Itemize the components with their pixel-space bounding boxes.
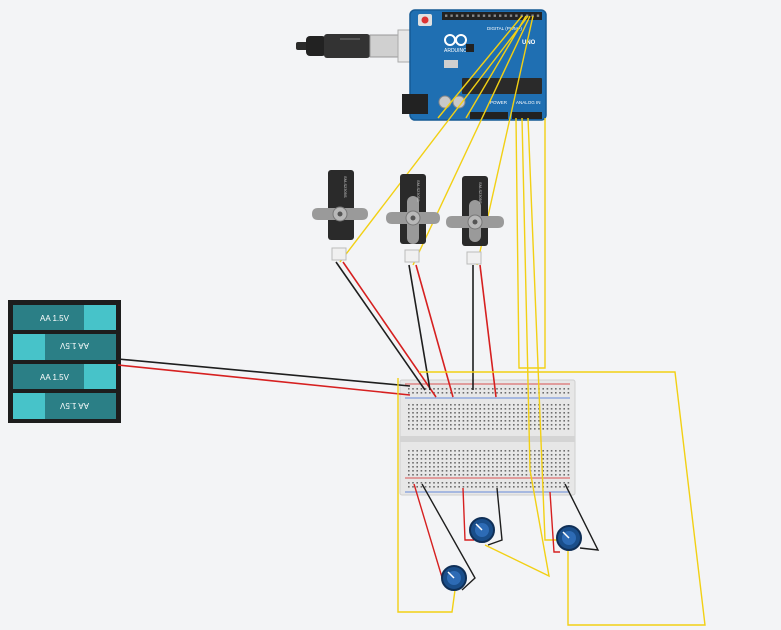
- svg-text:AA 1.5V: AA 1.5V: [40, 314, 70, 323]
- servo1-wire-black[interactable]: [335, 261, 426, 391]
- battery-cell: AA 1.5V: [13, 334, 116, 360]
- svg-text:AA 1.5V: AA 1.5V: [59, 401, 89, 410]
- potentiometer-2[interactable]: [469, 517, 495, 543]
- servo-label: SM-S2309S: [343, 176, 348, 198]
- power-header: [470, 112, 508, 119]
- pot1-wire-black[interactable]: [421, 483, 476, 591]
- servo-motor[interactable]: SM-S2309S: [386, 174, 440, 263]
- battery-wire-black[interactable]: [117, 358, 411, 387]
- breadboard[interactable]: [399, 379, 576, 496]
- svg-text:AA 1.5V: AA 1.5V: [40, 373, 70, 382]
- servo1-signal-wire[interactable]: [339, 15, 529, 263]
- pot3-wire-red[interactable]: [549, 491, 560, 553]
- servo3-wire-red[interactable]: [479, 264, 497, 398]
- battery-cell: AA 1.5V: [13, 364, 116, 389]
- arduino-model: UNO: [522, 40, 536, 46]
- power-jack[interactable]: [402, 94, 428, 114]
- pot1-wiper-wire[interactable]: [397, 378, 456, 613]
- analog-wire-2[interactable]: [484, 117, 550, 578]
- power-label: POWER: [490, 100, 508, 105]
- svg-text:AA 1.5V: AA 1.5V: [59, 341, 89, 350]
- arduino-internal-wire[interactable]: [437, 15, 523, 119]
- servo2-wire-black[interactable]: [408, 264, 431, 391]
- analog-wire-1[interactable]: [515, 117, 546, 369]
- pot2-wire-black[interactable]: [487, 487, 503, 546]
- servo-label: SM-S2309S: [416, 180, 421, 202]
- pot1-wire-red[interactable]: [413, 483, 445, 585]
- servo-motor[interactable]: SM-S2309S: [446, 176, 504, 265]
- battery-cell: AA 1.5V: [13, 393, 116, 419]
- analog-wire-4[interactable]: [419, 371, 706, 626]
- servo-motor[interactable]: SM-S2309S: [312, 170, 368, 261]
- arduino-internal-wire[interactable]: [465, 15, 527, 119]
- analog-label: ANALOG IN: [516, 100, 541, 105]
- digital-header: [442, 12, 542, 20]
- battery-wire-red[interactable]: [117, 364, 411, 396]
- potentiometer-1[interactable]: [441, 565, 467, 591]
- arduino-brand: ARDUINO: [444, 48, 467, 54]
- servo-label: SM-S2309S: [478, 182, 483, 204]
- arduino-logo: ARDUINO: [444, 34, 467, 54]
- digital-label: DIGITAL (PWM~): [487, 26, 522, 31]
- pot2-wire-red[interactable]: [462, 487, 474, 541]
- servo2-wire-red[interactable]: [415, 264, 454, 398]
- breadboard-holes: [408, 388, 570, 488]
- pot3-wire-black[interactable]: [564, 483, 600, 551]
- analog-header: [512, 112, 542, 119]
- battery-cell: AA 1.5V: [13, 305, 116, 330]
- battery-pack[interactable]: AA 1.5V AA 1.5V AA 1.5V AA 1.5V: [8, 300, 121, 423]
- servo1-wire-red[interactable]: [342, 261, 437, 398]
- potentiometer-3[interactable]: [556, 525, 582, 551]
